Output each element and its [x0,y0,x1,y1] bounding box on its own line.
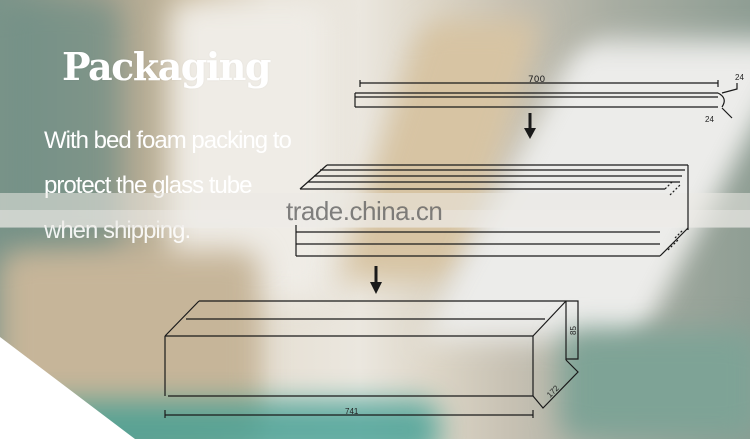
step-tube-drawing: 700 24 24 [354,73,744,124]
step-box-drawing: 741 85 172 [164,300,579,418]
svg-text:24: 24 [705,115,714,124]
arrow-down-icon [370,266,382,294]
page-title: Packaging [62,44,271,89]
svg-text:85: 85 [569,326,578,335]
watermark-band-inner [0,210,750,228]
arrow-down-icon [524,113,536,139]
svg-text:700: 700 [528,75,545,85]
step-bundle-drawing [295,164,689,257]
description-line: With bed foam packing to [44,127,292,154]
svg-text:172: 172 [545,383,561,399]
watermark: trade.china.cn [286,196,443,226]
svg-text:24: 24 [735,73,744,82]
watermark-band [0,193,750,227]
svg-text:741: 741 [345,407,359,416]
